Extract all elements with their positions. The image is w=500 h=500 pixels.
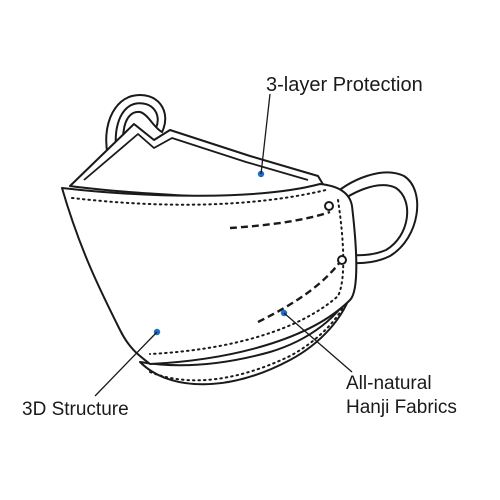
protection-leader-line <box>260 93 271 175</box>
mask-chin-flap-dots <box>149 301 347 382</box>
back-ear-loop <box>105 94 167 181</box>
front-ear-loop-inner <box>329 184 409 257</box>
structure-leader-line <box>94 331 158 397</box>
hanji-label-line1: All-natural <box>346 373 432 394</box>
loop-knot-lower <box>337 255 347 265</box>
structure-label: 3D Structure <box>22 399 129 420</box>
loop-knot-upper <box>324 201 334 211</box>
hanji-label-line2: Hanji Fabrics <box>346 397 457 418</box>
stitch-line-lower <box>257 261 341 324</box>
front-ear-loop <box>327 171 419 265</box>
protection-label: 3-layer Protection <box>266 74 423 96</box>
hanji-label: All-natural Hanji Fabrics <box>346 372 457 420</box>
mask-front-panel <box>61 183 358 365</box>
mask-top-flap-inner <box>83 133 309 181</box>
stitch-line-upper <box>229 210 331 230</box>
bottom-seam-dots <box>149 199 345 355</box>
top-seam-dots <box>71 189 327 206</box>
hanji-leader-line <box>283 312 353 373</box>
